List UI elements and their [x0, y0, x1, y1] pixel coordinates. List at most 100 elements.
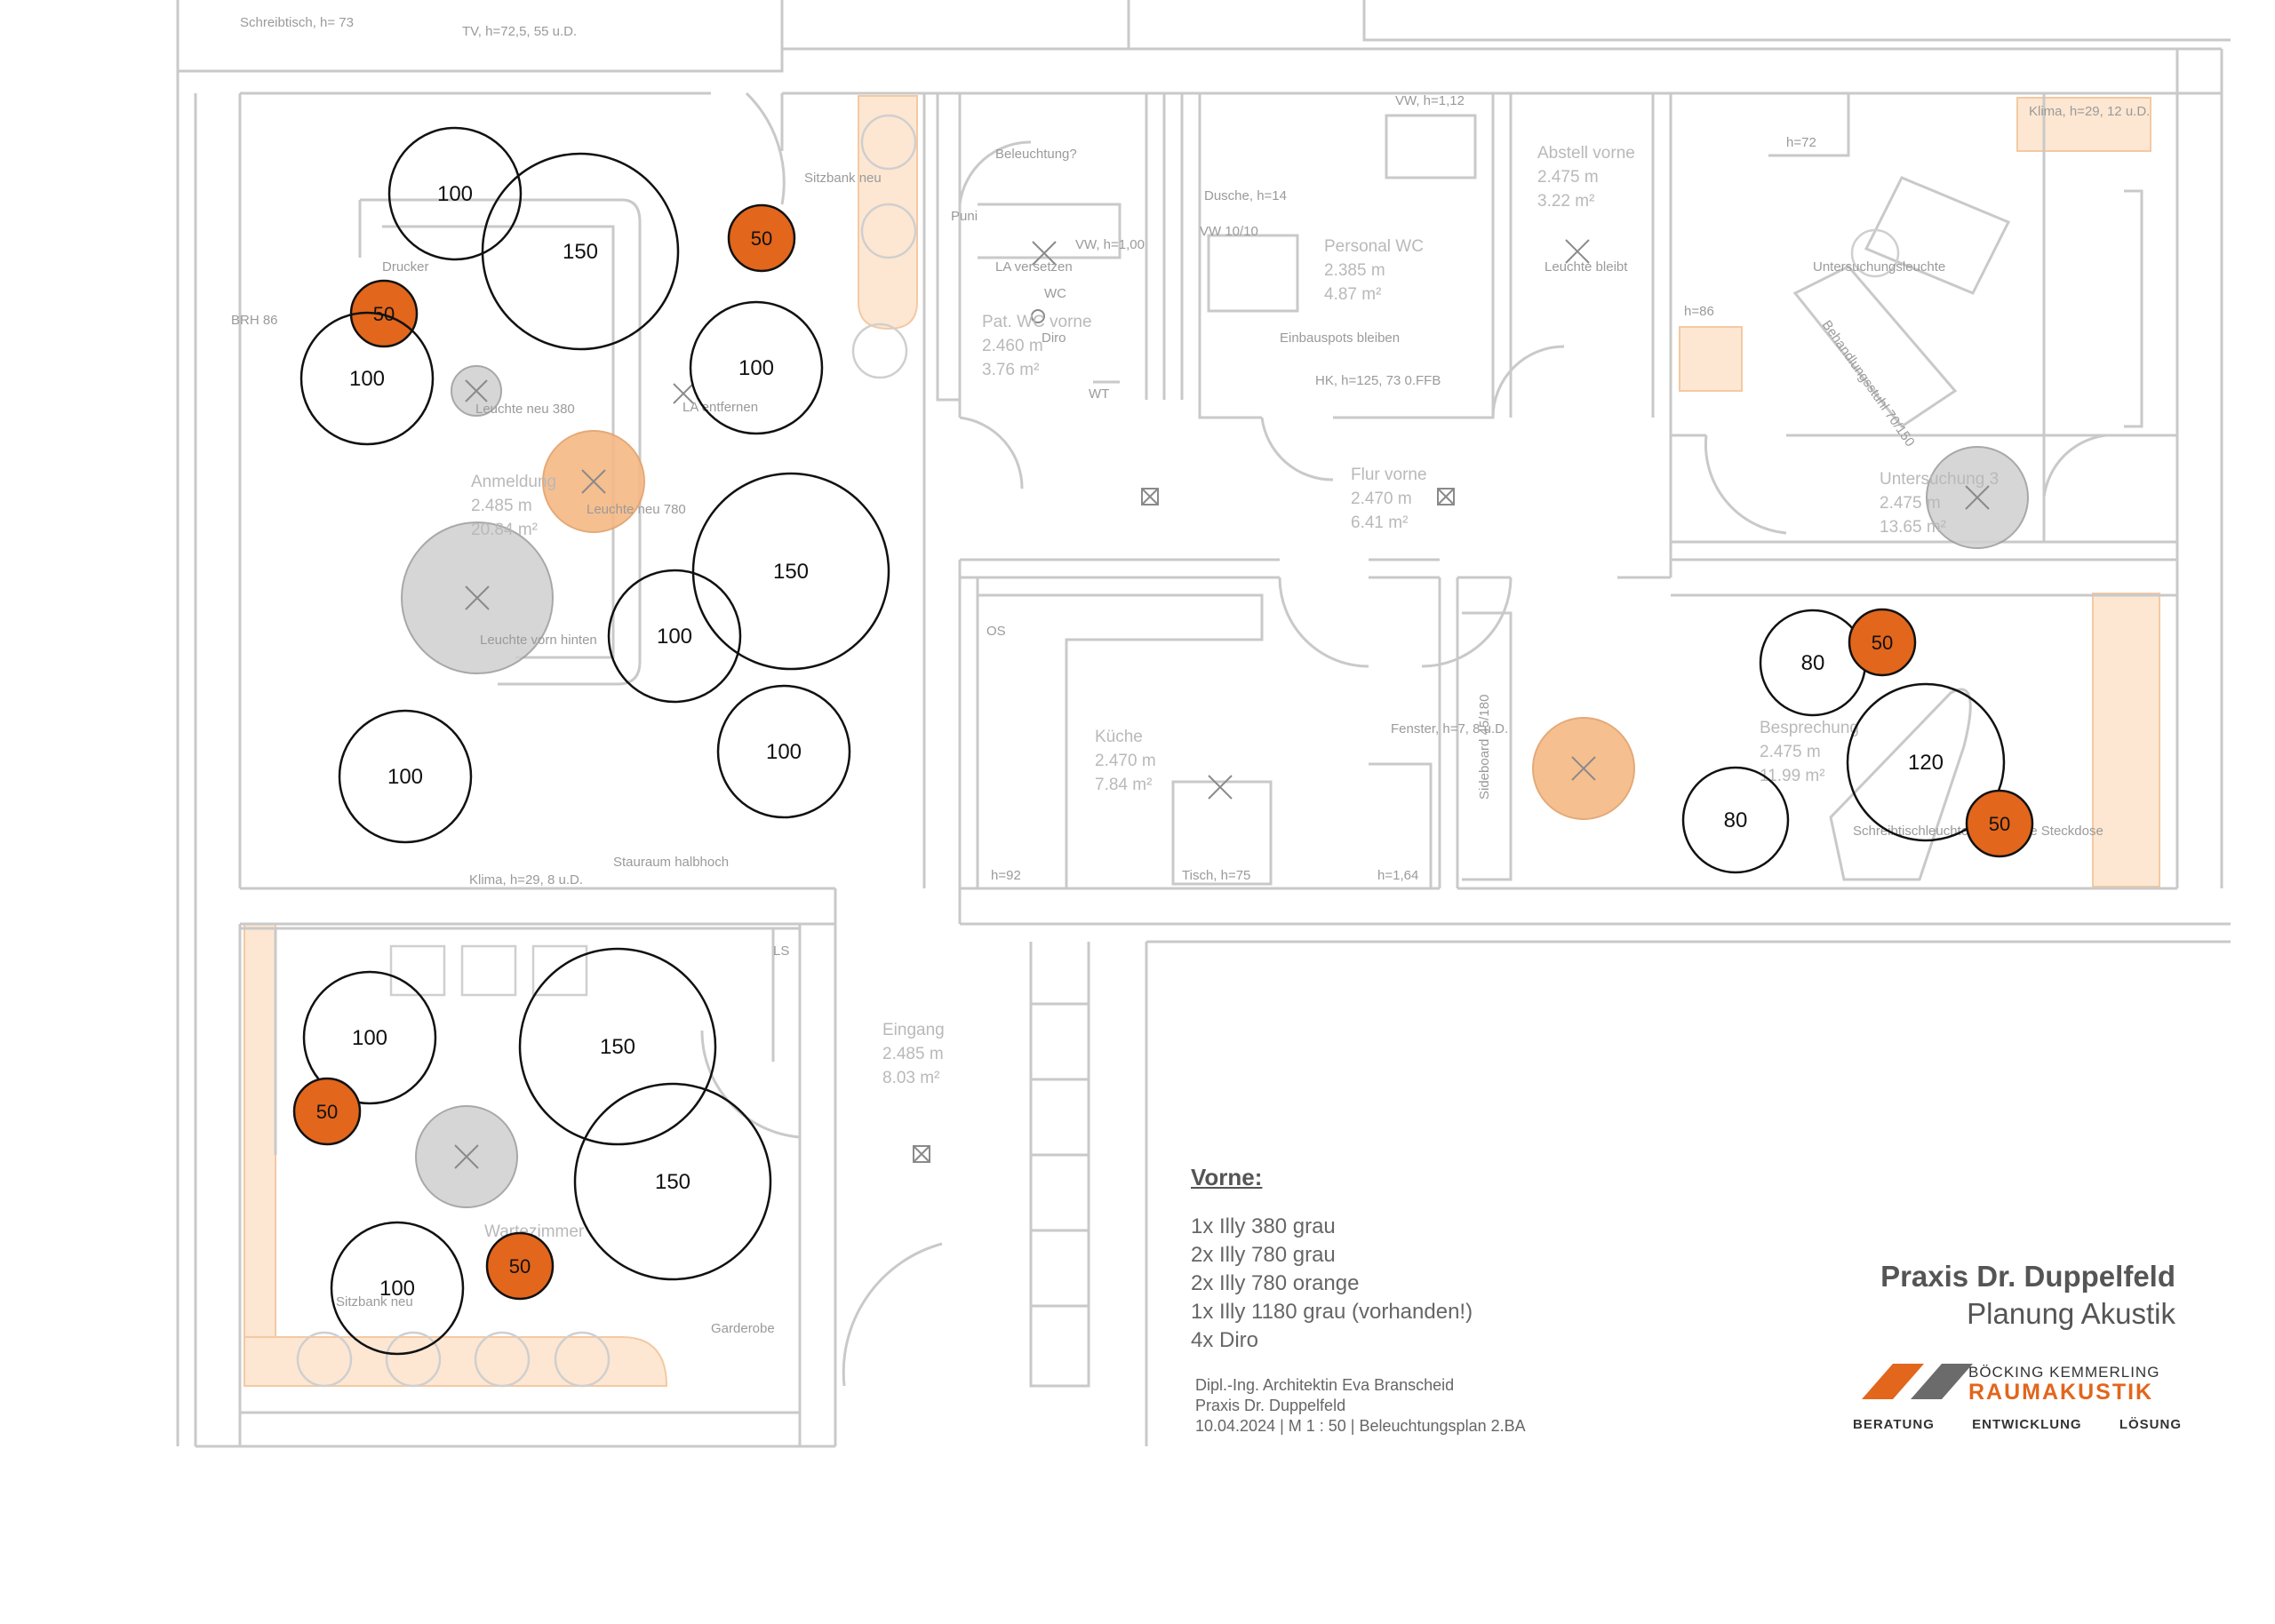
- room-label-line: 2.470 m: [1095, 752, 1156, 770]
- plan-note: Tisch, h=75: [1182, 868, 1250, 883]
- room-label-line: Flur vorne: [1351, 466, 1427, 484]
- absorber-orange: [727, 203, 796, 273]
- plan-note: Beleuchtung?: [995, 147, 1077, 162]
- absorber-size-label: 100: [766, 740, 802, 764]
- plan-note: Leuchte bleibt: [1545, 259, 1628, 275]
- logo-brand: RAUMAKUSTIK: [1968, 1380, 2154, 1405]
- plan-note: Sitzbank neu: [336, 1294, 413, 1310]
- plan-note: Behandlungsstuhl 70/150: [1819, 318, 1918, 450]
- credit-line: Praxis Dr. Duppelfeld: [1195, 1397, 1346, 1414]
- absorber-white: [689, 300, 824, 435]
- plan-note: WT: [1089, 386, 1109, 402]
- legend-line: 1x Illy 1180 grau (vorhanden!): [1191, 1300, 1473, 1324]
- absorber-size-label: 100: [352, 1026, 387, 1050]
- room-label-line: Besprechung: [1760, 719, 1859, 737]
- absorber-size-label: 100: [437, 182, 473, 206]
- room-label-line: 11.99 m²: [1760, 767, 1825, 785]
- logo-company-name: BÖCKING KEMMERLING: [1968, 1364, 2160, 1381]
- logo-tag: LÖSUNG: [2119, 1417, 2182, 1432]
- room-label-line: 6.41 m²: [1351, 513, 1408, 532]
- absorber-white: [716, 684, 851, 819]
- plan-note: h=92: [991, 868, 1021, 883]
- plan-note: WC: [1044, 286, 1066, 301]
- plan-note: LA versetzen: [995, 259, 1073, 275]
- absorber-size-label: 50: [1989, 813, 2010, 835]
- plan-note: Drucker: [382, 259, 429, 275]
- room-label-line: 13.65 m²: [1880, 518, 1946, 537]
- project-subtitle: Planung Akustik: [1967, 1297, 2175, 1330]
- room-label-line: 2.485 m: [471, 497, 532, 515]
- absorber-white: [518, 947, 717, 1146]
- plan-note: Sitzbank neu: [804, 171, 882, 186]
- plan-note: Diro: [1042, 330, 1066, 346]
- room-label-line: 2.485 m: [882, 1045, 944, 1063]
- lamps: [401, 365, 2029, 1208]
- room-label-line: Küche: [1095, 728, 1143, 746]
- logo-tagline: BERATUNG ENTWICKLUNG LÖSUNG: [1853, 1417, 2182, 1432]
- absorber-size-label: 150: [773, 560, 809, 584]
- plan-note: Schreibtisch, h= 73: [240, 15, 354, 30]
- room-label-line: Personal WC: [1324, 237, 1424, 256]
- credits: Dipl.-Ing. Architektin Eva Branscheid Pr…: [1195, 1375, 1526, 1437]
- logo-stripes-icon: [1862, 1364, 1973, 1399]
- absorber-orange: [1965, 789, 2034, 858]
- legend-line: 2x Illy 780 grau: [1191, 1243, 1336, 1267]
- absorber-size-label: 120: [1908, 751, 1944, 775]
- absorber-orange: [292, 1077, 362, 1146]
- chairs: [296, 114, 1900, 1388]
- room-label-line: 2.475 m: [1537, 168, 1599, 187]
- legend-line: 2x Illy 780 orange: [1191, 1271, 1360, 1295]
- plan-note: Untersuchungsleuchte: [1813, 259, 1945, 275]
- legend-title: Vorne:: [1191, 1164, 1263, 1190]
- plan-note: Klima, h=29, 12 u.D.: [2029, 104, 2150, 119]
- plan-note: OS: [986, 624, 1006, 639]
- absorber-size-label: 80: [1801, 651, 1825, 675]
- room-label-line: 20.84 m²: [471, 521, 538, 539]
- plan-note: TV, h=72,5, 55 u.D.: [462, 24, 577, 39]
- plan-note: Leuchte neu 380: [475, 402, 575, 417]
- absorber-white: [1846, 682, 2006, 842]
- absorber-size-label: 100: [379, 1277, 415, 1301]
- absorber-size-label: 150: [563, 240, 598, 264]
- plan-note: Garderobe: [711, 1321, 775, 1336]
- plan-note: Stauraum halbhoch: [613, 855, 729, 870]
- plan-note: BRH 86: [231, 313, 278, 328]
- plan-note: LS: [773, 943, 789, 959]
- absorber-size-label: 50: [316, 1101, 338, 1123]
- company-logo: BÖCKING KEMMERLING RAUMAKUSTIK BERATUNG …: [1853, 1364, 2182, 1435]
- absorber-white: [573, 1082, 772, 1281]
- plan-note: VW 10/10: [1200, 224, 1258, 239]
- plan-note: HK, h=125, 73 0.FFB: [1315, 373, 1441, 388]
- absorber-white: [481, 152, 680, 351]
- room-label-line: Pat. WC vorne: [982, 313, 1092, 331]
- plan-note: h=1,64: [1377, 868, 1418, 883]
- absorber-white: [691, 472, 890, 671]
- plan-note: Leuchte vorn hinten: [480, 633, 597, 648]
- logo-tag: ENTWICKLUNG: [1972, 1417, 2082, 1432]
- absorber-size-label: 80: [1724, 808, 1748, 832]
- room-label-line: 8.03 m²: [882, 1069, 939, 1087]
- plan-note: Klima, h=29, 8 u.D.: [469, 872, 583, 888]
- absorber-white: [387, 126, 523, 261]
- plan-note: h=72: [1786, 135, 1816, 150]
- absorber-size-label: 100: [657, 625, 692, 649]
- room-label-line: 3.76 m²: [982, 361, 1039, 379]
- room-label-line: Abstell vorne: [1537, 144, 1635, 163]
- absorber-orange: [485, 1231, 555, 1301]
- credit-line: Dipl.-Ing. Architektin Eva Branscheid: [1195, 1376, 1455, 1394]
- absorber-white: [1681, 766, 1790, 874]
- absorber-white: [338, 709, 473, 844]
- absorber-size-label: 150: [600, 1035, 635, 1059]
- fixture-marks: [673, 239, 1590, 1163]
- plan-note: Fenster, h=7, 8 u.D.: [1391, 721, 1508, 736]
- logo-tag: BERATUNG: [1853, 1417, 1935, 1432]
- project-title: Praxis Dr. Duppelfeld: [1880, 1260, 2175, 1293]
- plan-note: h=86: [1684, 304, 1714, 319]
- room-label-line: 3.22 m²: [1537, 192, 1594, 211]
- legend-line: 1x Illy 380 grau: [1191, 1214, 1336, 1238]
- legend-line: 4x Diro: [1191, 1328, 1259, 1352]
- absorber-size-label: 100: [349, 367, 385, 391]
- plan-note: Leuchte neu 780: [587, 502, 686, 517]
